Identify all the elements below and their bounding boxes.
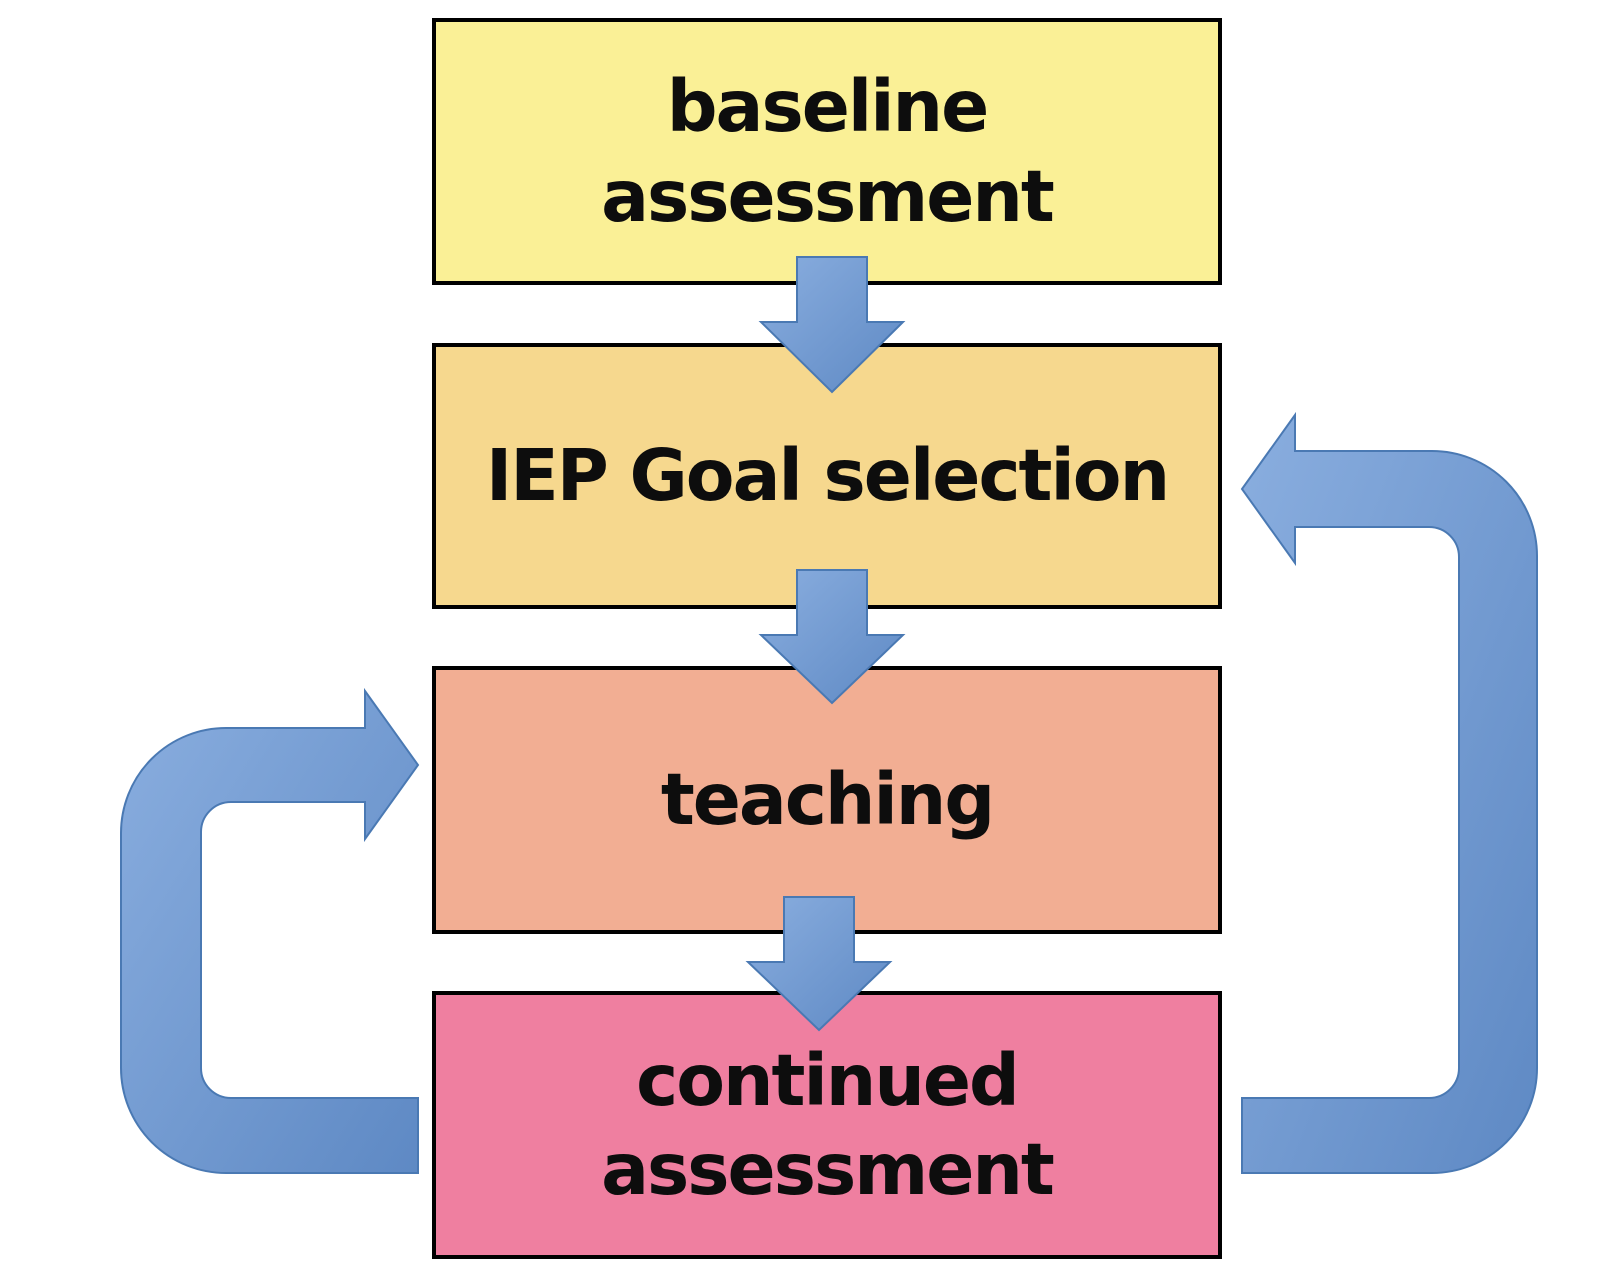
loop-arrow-left-continued-to-teaching: [120, 687, 420, 1174]
box-iep-goal-selection: [432, 343, 1222, 609]
down-arrow-iep-to-teaching: [758, 569, 906, 705]
box-baseline-assessment: [432, 18, 1222, 285]
loop-arrow-right-continued-to-iep: [1240, 411, 1538, 1174]
down-arrow-teaching-to-continued: [745, 896, 893, 1032]
box-teaching: [432, 666, 1222, 934]
box-continued-assessment: [432, 991, 1222, 1259]
down-arrow-baseline-to-iep: [758, 256, 906, 394]
